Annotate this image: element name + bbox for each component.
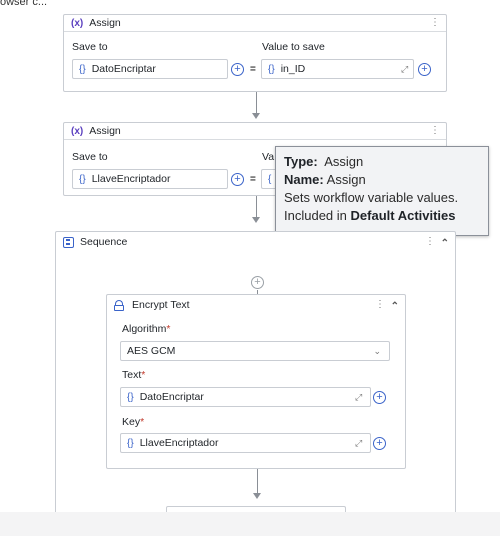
collapse-icon[interactable]: ⌃ bbox=[440, 238, 449, 249]
sequence-icon bbox=[63, 236, 74, 248]
equals-sign: = bbox=[250, 174, 256, 185]
connector-line bbox=[256, 196, 257, 217]
text-input-field[interactable]: {} DatoEncriptar bbox=[120, 387, 371, 407]
save-to-label: Save to bbox=[72, 151, 108, 163]
algorithm-value: AES GCM bbox=[127, 345, 176, 357]
more-options-icon[interactable]: ⋮ bbox=[425, 236, 435, 247]
connector-line bbox=[256, 92, 257, 113]
key-label: Key* bbox=[122, 416, 144, 428]
assign-1-title: Assign bbox=[89, 17, 121, 29]
tooltip-description: Sets workflow variable values. bbox=[284, 190, 459, 205]
connector-arrow bbox=[252, 217, 260, 223]
text-input-value: DatoEncriptar bbox=[139, 391, 204, 403]
tooltip-included-value: Default Activities bbox=[350, 208, 456, 223]
tooltip-type-row: Type: Assign bbox=[284, 153, 480, 171]
required-mark: * bbox=[166, 323, 171, 335]
header-fragment: owser c... bbox=[0, 0, 48, 8]
required-mark: * bbox=[141, 369, 146, 381]
brace-fragment: { bbox=[268, 173, 272, 185]
required-mark: * bbox=[140, 416, 145, 428]
connector-arrow bbox=[252, 113, 260, 119]
value-to-save-value: in_ID bbox=[280, 63, 306, 75]
expand-editor-icon[interactable]: ⤢ bbox=[401, 64, 409, 74]
brace-icon: {} bbox=[79, 63, 86, 75]
tooltip-name-row: Name: Assign bbox=[284, 171, 480, 189]
tooltip-type-label: Type: bbox=[284, 154, 318, 169]
chevron-down-icon: ⌄ bbox=[373, 345, 381, 356]
assign-1-header[interactable]: (x) Assign bbox=[64, 15, 446, 32]
sequence-container[interactable]: Sequence ⋮ ⌃ + Encrypt Text ⋮ ⌃ Algorith… bbox=[55, 231, 456, 521]
tooltip-included-prefix: Included in bbox=[284, 208, 347, 223]
save-to-label: Save to bbox=[72, 41, 108, 53]
add-activity-icon[interactable]: + bbox=[251, 276, 264, 289]
expand-editor-icon[interactable]: ⤢ bbox=[355, 392, 363, 402]
connector-line bbox=[257, 290, 258, 294]
tooltip-type-value: Assign bbox=[324, 154, 364, 169]
algorithm-label-text: Algorithm bbox=[122, 323, 167, 335]
save-to-field[interactable]: {} DatoEncriptar bbox=[72, 59, 228, 79]
brace-icon: {} bbox=[127, 437, 134, 449]
encrypt-text-title: Encrypt Text bbox=[132, 299, 190, 311]
more-options-icon[interactable]: ⋮ bbox=[430, 125, 440, 136]
sequence-title: Sequence bbox=[80, 236, 128, 248]
variable-icon: (x) bbox=[71, 17, 84, 29]
assign-activity-1[interactable]: (x) Assign ⋮ Save to Value to save {} Da… bbox=[63, 14, 447, 92]
collapse-icon[interactable]: ⌃ bbox=[390, 301, 399, 312]
tooltip-name-value: Assign bbox=[326, 172, 366, 187]
save-to-value: LlaveEncriptador bbox=[91, 173, 171, 185]
key-label-text: Key bbox=[122, 416, 141, 428]
sequence-header[interactable]: Sequence bbox=[56, 232, 455, 252]
algorithm-label: Algorithm* bbox=[122, 323, 170, 335]
save-to-field[interactable]: {} LlaveEncriptador bbox=[72, 169, 228, 189]
encrypt-text-activity[interactable]: Encrypt Text ⋮ ⌃ Algorithm* AES GCM ⌄ Te… bbox=[106, 294, 406, 469]
brace-icon: {} bbox=[79, 173, 86, 185]
more-options-icon[interactable]: ⋮ bbox=[375, 299, 385, 310]
text-label: Text* bbox=[122, 369, 145, 381]
encrypt-text-header[interactable]: Encrypt Text bbox=[107, 295, 405, 315]
add-variable-icon[interactable]: + bbox=[231, 173, 244, 186]
value-to-save-field[interactable]: {} in_ID bbox=[261, 59, 414, 79]
more-options-icon[interactable]: ⋮ bbox=[430, 17, 440, 28]
bottom-bar bbox=[0, 512, 500, 536]
equals-sign: = bbox=[250, 64, 256, 75]
key-input-field[interactable]: {} LlaveEncriptador bbox=[120, 433, 371, 453]
key-input-value: LlaveEncriptador bbox=[139, 437, 219, 449]
value-to-save-label: Va bbox=[262, 151, 275, 163]
text-label-text: Text bbox=[122, 369, 142, 381]
add-text-variable-icon[interactable]: + bbox=[373, 391, 386, 404]
add-key-variable-icon[interactable]: + bbox=[373, 437, 386, 450]
variable-icon: (x) bbox=[71, 125, 84, 137]
encrypt-lock-icon bbox=[114, 299, 124, 311]
add-variable-icon[interactable]: + bbox=[231, 63, 244, 76]
expand-editor-icon[interactable]: ⤢ bbox=[355, 438, 363, 448]
tooltip-included-row: Included in Default Activities bbox=[284, 207, 480, 225]
save-to-value: DatoEncriptar bbox=[91, 63, 156, 75]
assign-2-title: Assign bbox=[89, 125, 121, 137]
tooltip-name-label: Name: bbox=[284, 172, 324, 187]
assign-2-header[interactable]: (x) Assign bbox=[64, 123, 446, 140]
add-value-icon[interactable]: + bbox=[418, 63, 431, 76]
brace-icon: {} bbox=[268, 63, 275, 75]
connector-line bbox=[257, 469, 258, 493]
connector-arrow bbox=[253, 493, 261, 499]
brace-icon: {} bbox=[127, 391, 134, 403]
algorithm-select[interactable]: AES GCM ⌄ bbox=[120, 341, 390, 361]
value-to-save-label: Value to save bbox=[262, 41, 325, 53]
activity-tooltip: Type: Assign Name: Assign Sets workflow … bbox=[275, 146, 489, 236]
